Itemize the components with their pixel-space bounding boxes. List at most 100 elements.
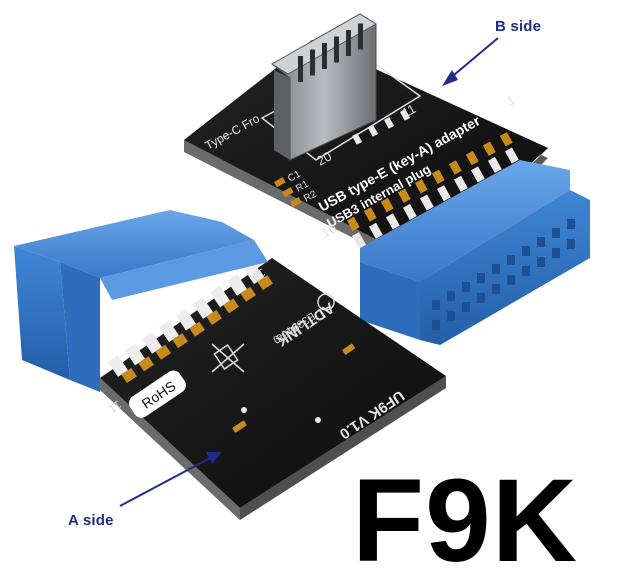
- weee-bin-icon: [211, 343, 245, 373]
- board-a-pad-white: [209, 285, 231, 308]
- type-e-pin: [346, 30, 351, 56]
- board-b-pin-1: 1: [504, 92, 518, 109]
- board-b-header-hole: [537, 257, 545, 267]
- board-b-pad-white: [420, 194, 434, 211]
- ul-mark-icon: [317, 293, 335, 311]
- board-b-pad-gold: [346, 216, 360, 232]
- board-a-pad-white: [108, 355, 129, 377]
- board-b-header-hole: [537, 237, 545, 247]
- board-b-header-hole: [492, 264, 500, 274]
- board-b-pin-20: 20: [314, 148, 334, 168]
- board-a-pad-white: [226, 274, 248, 296]
- board-b-header-hole: [552, 228, 560, 238]
- board-a-pad-gold: [189, 321, 205, 337]
- type-e-pin: [334, 36, 339, 63]
- board-b-header-hole: [477, 273, 485, 283]
- board-a-via-1: [315, 417, 321, 423]
- board-a-pad-white: [159, 320, 180, 343]
- board-b-header-hole: [507, 255, 515, 265]
- board-b-pad-gold: [465, 150, 479, 166]
- board-b: Type-C Fro USB type-E (key-A) adapter US…: [184, 13, 590, 345]
- board-b-header-hole: [522, 266, 530, 276]
- board-b-pad-white: [437, 185, 451, 202]
- board-b-header-hole: [462, 282, 470, 292]
- board-b-pad-gold: [499, 132, 513, 147]
- board-b-header-hole: [492, 284, 500, 294]
- board-b-gold-pads: [346, 109, 519, 249]
- type-e-pin: [358, 23, 363, 50]
- board-b-pad-white: [386, 213, 400, 230]
- board-b-pin-10: 10: [319, 220, 339, 240]
- type-e-pin: [322, 43, 327, 69]
- board-b-pad-white: [505, 147, 519, 164]
- board-b-header-top: [360, 160, 570, 282]
- board-b-smd-c1: [274, 177, 286, 188]
- board-b-smd-r2: [290, 197, 302, 208]
- board-a-pad-gold: [223, 298, 239, 314]
- board-b-small-pad: [384, 117, 395, 129]
- board-b-pad-white: [454, 175, 468, 192]
- board-a-header-lip: [100, 240, 268, 300]
- board-b-pad-gold: [414, 179, 428, 194]
- board-a-pad-white: [192, 297, 214, 319]
- rohs-badge-bg: [128, 370, 186, 418]
- board-a-pad-gold: [138, 356, 154, 372]
- board-a-pad-white: [176, 308, 197, 331]
- board-a-smd-1: [342, 343, 355, 355]
- board-b-header-hole: [462, 302, 470, 312]
- board-b-pad-white: [488, 156, 502, 174]
- board-a-pad-gold: [206, 309, 222, 325]
- type-e-pin: [310, 49, 315, 76]
- board-a-smd-2: [232, 420, 247, 433]
- board-b-pad-gold: [448, 160, 462, 175]
- board-a-via-2: [241, 407, 247, 413]
- board-b-header-hole: [552, 248, 560, 258]
- type-e-connector-pins: [298, 23, 363, 82]
- board-b-header-hole: [477, 293, 485, 303]
- board-b-header-hole: [447, 291, 455, 301]
- board-b-header-holes: [432, 219, 575, 330]
- board-b-header-hole: [567, 239, 575, 249]
- board-b-small-pad: [399, 109, 411, 121]
- board-b-pad-white: [403, 203, 417, 221]
- board-a-blue-header: [14, 210, 268, 392]
- board-b-header-hole: [567, 219, 575, 229]
- board-a-pad-gold: [172, 333, 188, 349]
- type-e-connector-side: [274, 70, 290, 160]
- board-b-header-hole: [432, 300, 440, 310]
- board-a-pad-gold: [155, 344, 171, 360]
- board-a-pad-gold: [240, 286, 256, 302]
- board-b-pad-gold: [482, 141, 496, 156]
- board-b-small-pad: [368, 125, 379, 137]
- board-a-pad-gold: [257, 275, 273, 291]
- board-a-edge-right: [240, 376, 446, 520]
- board-a-header-front: [14, 246, 70, 380]
- board-a: RoHS ADTLINK E333158 94V-0 UF9K V1.0 19 …: [14, 210, 446, 520]
- board-b-pad-gold: [431, 169, 445, 185]
- board-b-pad-white: [352, 232, 366, 249]
- board-a-pad-white: [142, 332, 163, 354]
- board-a-pad-white: [244, 262, 265, 285]
- b-side-arrow: [442, 37, 499, 86]
- board-a-pad-gold: [121, 367, 137, 383]
- type-e-pin: [298, 56, 303, 82]
- board-b-header-hole: [447, 311, 455, 321]
- board-b-header-hole: [522, 246, 530, 256]
- b-side-label: B side: [495, 18, 542, 35]
- type-e-connector: [271, 13, 377, 161]
- board-b-pad-gold: [397, 188, 411, 203]
- a-side-label: A side: [68, 512, 114, 529]
- board-a-header-top: [14, 210, 254, 278]
- a-side-arrow: [119, 452, 222, 507]
- board-a-pad-white: [125, 343, 146, 366]
- board-b-smd-r1: [282, 187, 294, 198]
- model-title: F9K: [352, 455, 578, 587]
- board-b-pad-white: [369, 222, 383, 239]
- board-b-header-hole: [507, 275, 515, 285]
- board-a-header-side: [60, 262, 100, 392]
- board-b-pad-gold: [363, 207, 377, 222]
- board-b-pad-gold: [380, 197, 394, 213]
- board-b-header-hole: [432, 320, 440, 330]
